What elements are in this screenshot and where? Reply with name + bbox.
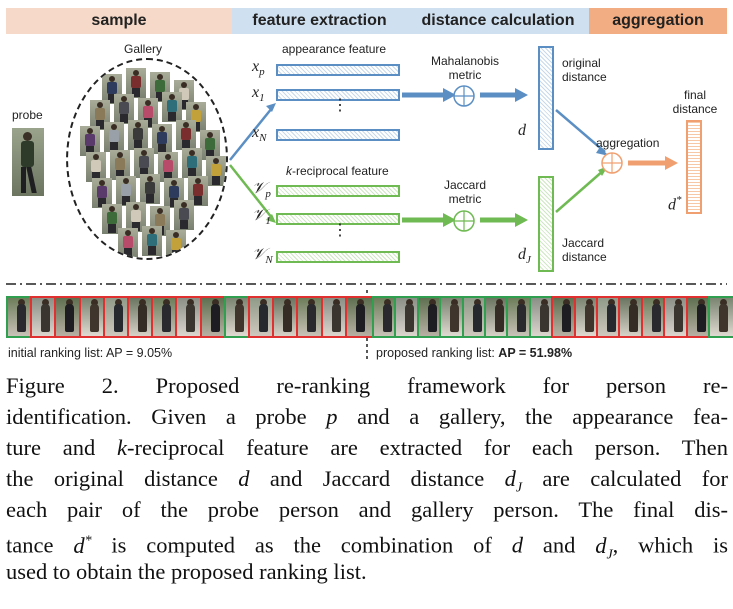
initial-ranking-label: initial ranking list: AP = 9.05% — [8, 346, 173, 360]
probe-label: probe — [12, 108, 43, 122]
gallery-thumbnail — [166, 230, 186, 258]
final-distance-column — [686, 120, 702, 214]
gallery-thumbnail — [114, 94, 134, 124]
symbol-dJ: dJ — [518, 246, 531, 267]
gallery-thumbnail — [206, 156, 226, 186]
gallery-thumbnail — [134, 148, 154, 178]
caption-line-2: identification. Given a probe p and a ga… — [6, 404, 728, 429]
ranking-thumbnail — [640, 296, 671, 338]
header-distance-calculation: distance calculation — [407, 8, 589, 34]
feature-bar-vN — [276, 251, 400, 263]
ranking-thumbnail — [199, 296, 230, 338]
probe-image — [12, 128, 44, 196]
gallery-thumbnail — [116, 176, 136, 206]
aggregation-plus — [601, 152, 623, 174]
caption-line-3: ture and k-reciprocal feature are extrac… — [6, 435, 728, 460]
arrowhead-aggregation-to-final — [665, 156, 678, 170]
gallery-thumbnail — [110, 150, 130, 180]
ranking-thumbnail — [127, 296, 157, 338]
gallery-thumbnail — [176, 120, 196, 150]
ranking-thumbnail — [296, 296, 327, 338]
gallery-thumbnail — [182, 148, 202, 178]
gallery-thumbnail — [174, 200, 194, 230]
caption-line-5: each pair of the probe person and galler… — [6, 497, 728, 522]
gallery-thumbnail — [92, 178, 112, 208]
feature-bar-xN — [276, 129, 400, 141]
gallery-thumbnail — [128, 120, 148, 150]
gallery-thumbnail — [140, 174, 160, 204]
arrowhead-metric-to-jaccard-distance — [515, 213, 528, 227]
gallery-label: Gallery — [124, 42, 163, 56]
feature-bar-v1 — [276, 213, 400, 225]
feature-bar-x1 — [276, 89, 400, 101]
gallery-thumbnail — [118, 228, 138, 258]
arrowhead-appearance-to-metric — [443, 88, 456, 102]
symbol-dstar: d* — [668, 194, 682, 214]
original-distance-column — [538, 46, 554, 150]
aggregation-label: aggregation — [596, 136, 660, 150]
symbol-xN: xN — [252, 124, 267, 145]
gallery-thumbnail — [142, 226, 162, 256]
ranking-thumbnail — [708, 296, 733, 338]
initial-ranking-list — [6, 296, 375, 340]
symbol-v1: 𝒱1 — [252, 207, 271, 228]
aggregation-plus-sign — [602, 153, 622, 173]
ranking-thumbnail — [102, 296, 133, 338]
caption-line-6: tance d* is computed as the combination … — [6, 532, 728, 563]
ranking-thumbnail — [272, 296, 303, 338]
symbol-vN: 𝒱N — [252, 246, 273, 267]
arrowhead-kreciprocal-to-metric — [443, 213, 456, 227]
symbol-x1: x1 — [252, 84, 265, 105]
arrowhead-metric-to-original — [515, 88, 528, 102]
kreciprocal-feature-label: k-reciprocal feature — [286, 164, 389, 178]
symbol-xp: xp — [252, 58, 265, 79]
figure-caption: Figure 2. Proposed re-ranking framework … — [6, 370, 728, 587]
ranking-thumbnail — [30, 296, 61, 338]
gallery-thumbnail — [86, 152, 106, 182]
appearance-feature-label: appearance feature — [282, 42, 387, 56]
feature-dots-appearance: ⋮ — [332, 97, 348, 114]
gallery-thumbnail — [102, 204, 122, 234]
gallery-thumbnail — [200, 130, 220, 160]
feature-dots-kreciprocal: ⋮ — [332, 222, 348, 239]
gallery-thumbnail — [158, 152, 178, 182]
arrow-jaccard-to-aggregation — [555, 169, 605, 213]
jaccard-distance-column — [538, 176, 554, 272]
ranking-thumbnail — [344, 296, 375, 338]
arrowhead-appearance — [266, 103, 276, 112]
gallery-thumbnail — [188, 176, 208, 206]
gallery-thumbnail — [152, 124, 172, 154]
jaccard-plus-sign — [454, 211, 474, 231]
proposed-ranking-list — [372, 296, 733, 340]
header-sample: sample — [6, 8, 232, 34]
gallery-thumbnail — [104, 122, 124, 152]
gallery-thumbnail — [80, 126, 100, 156]
gallery-thumbnail — [126, 202, 146, 232]
ranking-thumbnail — [320, 296, 351, 338]
caption-line-4: the original distance d and Jaccard dist… — [6, 466, 728, 496]
symbol-vp: 𝒱p — [252, 180, 271, 201]
caption-line-1: Figure 2. Proposed re-ranking framework … — [6, 373, 728, 398]
feature-bar-xp — [276, 64, 400, 76]
jaccard-plus — [453, 210, 475, 232]
gallery-thumbnail — [126, 68, 146, 98]
gallery-thumbnail — [162, 92, 182, 122]
gallery-ellipse — [66, 58, 228, 260]
mahalanobis-plus-sign — [454, 86, 474, 106]
gallery-images — [68, 60, 226, 258]
header-aggregation: aggregation — [589, 8, 727, 34]
proposed-ranking-label: proposed ranking list: AP = 51.98% — [376, 346, 573, 360]
feature-bar-vp — [276, 185, 400, 197]
arrowhead-jaccard-to-aggregation — [598, 166, 608, 176]
caption-line-7: used to obtain the proposed ranking list… — [6, 559, 367, 584]
symbol-d: d — [518, 122, 526, 139]
header-feature-extraction: feature extraction — [232, 8, 407, 34]
mahalanobis-plus — [453, 85, 475, 107]
